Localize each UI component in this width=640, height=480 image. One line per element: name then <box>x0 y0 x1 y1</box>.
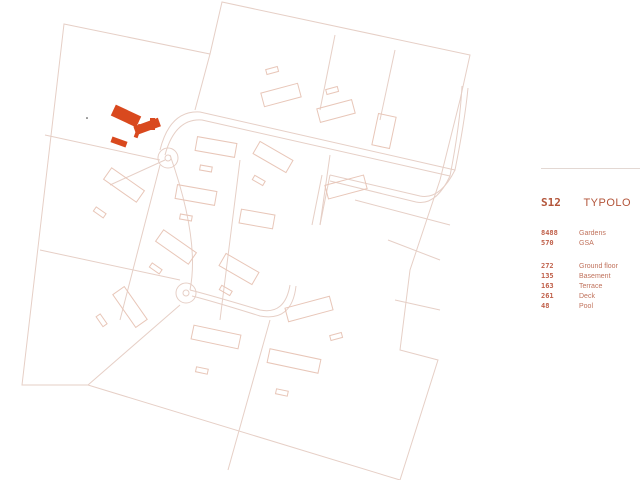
stat-row-terrace: 163 Terrace <box>541 281 640 291</box>
stat-value: 163 <box>541 282 554 290</box>
stat-row-gsa: 570 GSA <box>541 238 640 248</box>
marker-dot <box>86 117 88 119</box>
stat-label: Terrace <box>579 283 603 290</box>
roads <box>157 85 469 318</box>
panel-header: S12 TYPOLO <box>541 193 640 211</box>
stat-value: 570 <box>541 239 554 247</box>
stat-value: 272 <box>541 262 554 270</box>
stats-list: 8488 Gardens 570 GSA 272 Ground floor 135 Ba… <box>541 228 640 311</box>
stat-label: Deck <box>579 293 595 300</box>
stat-row-ground-floor: 272 Ground floor <box>541 261 640 271</box>
stat-label: Basement <box>579 273 611 280</box>
stat-row-basement: 135 Basement <box>541 271 640 281</box>
houses <box>92 65 397 397</box>
stat-row-gardens: 8488 Gardens <box>541 228 640 238</box>
stat-label: Ground floor <box>579 263 618 270</box>
panel-title: TYPOLO <box>583 197 632 209</box>
stat-value: 261 <box>541 292 554 300</box>
stat-value: 48 <box>541 302 550 310</box>
typology-panel: S12 TYPOLO 8488 Gardens 570 GSA 272 Ground … <box>541 193 640 311</box>
stat-label: GSA <box>579 240 594 247</box>
stat-row-deck: 261 Deck <box>541 291 640 301</box>
plot-code: S12 <box>541 196 561 209</box>
stat-row-pool: 48 Pool <box>541 301 640 311</box>
stat-label: Gardens <box>579 230 606 237</box>
stat-label: Pool <box>579 303 594 310</box>
stat-value: 135 <box>541 272 554 280</box>
highlighted-house[interactable] <box>110 104 161 148</box>
panel-divider <box>541 168 640 169</box>
plot-boundaries <box>21 1 471 480</box>
stat-value: 8488 <box>541 229 558 237</box>
